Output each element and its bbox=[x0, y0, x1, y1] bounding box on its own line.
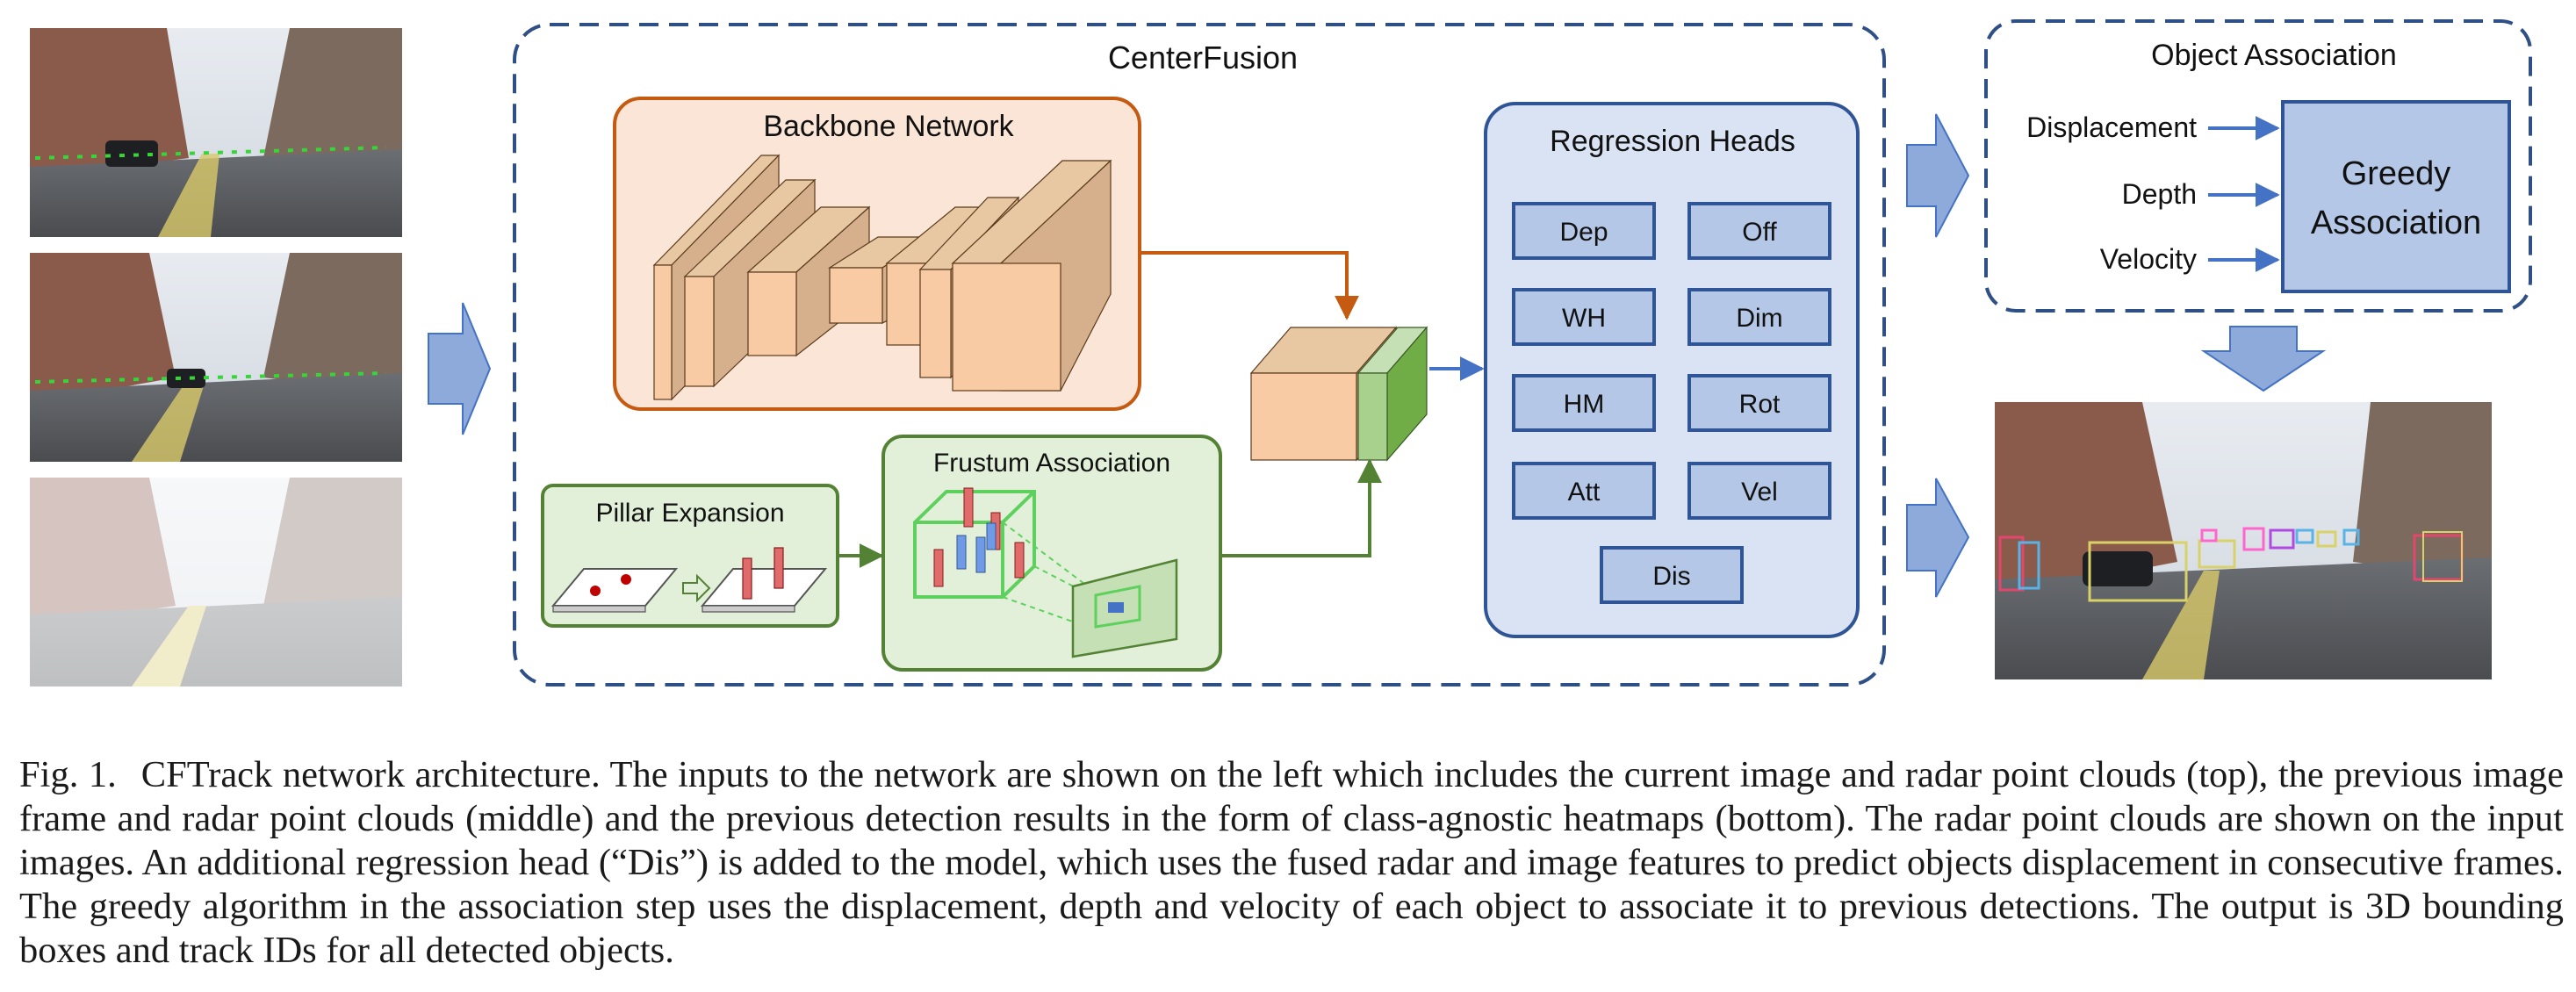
assoc-input-displacement: Displacement bbox=[2026, 111, 2197, 143]
head-hm: HM bbox=[1512, 374, 1656, 432]
input-arrow bbox=[428, 302, 492, 435]
svg-text:Dim: Dim bbox=[1736, 304, 1782, 333]
to-association-arrow bbox=[1906, 113, 1970, 238]
output-image bbox=[1995, 402, 2492, 679]
assoc-input-depth: Depth bbox=[2122, 178, 2197, 210]
centerfusion-label: CenterFusion bbox=[1108, 40, 1298, 75]
input-image-heatmap bbox=[30, 478, 402, 686]
frustum-illustration bbox=[913, 487, 1178, 658]
pillar-illustration bbox=[550, 547, 828, 613]
to-output-image-arrow bbox=[2200, 326, 2327, 392]
head-off: Off bbox=[1687, 202, 1831, 260]
object-association-container bbox=[1984, 19, 2532, 313]
svg-text:Dis: Dis bbox=[1652, 562, 1690, 591]
backbone-to-fusion-arrow bbox=[1141, 251, 1359, 320]
to-output-arrow bbox=[1906, 478, 1970, 598]
caption-text: CFTrack network architecture. The inputs… bbox=[19, 754, 2564, 971]
svg-text:Off: Off bbox=[1742, 218, 1777, 247]
assoc-input-velocity: Velocity bbox=[2100, 243, 2197, 275]
svg-text:Dep: Dep bbox=[1559, 218, 1608, 247]
head-wh: WH bbox=[1512, 288, 1656, 346]
fused-feature-map bbox=[1249, 326, 1398, 462]
caption-label: Fig. 1. bbox=[19, 754, 117, 795]
greedy-association-label-line2: Association bbox=[2311, 205, 2481, 241]
head-dis: Dis bbox=[1600, 546, 1744, 604]
greedy-association-label-line1: Greedy bbox=[2342, 155, 2451, 192]
input-image-previous bbox=[30, 253, 402, 462]
frustum-association-label: Frustum Association bbox=[933, 449, 1170, 478]
greedy-association-box bbox=[2281, 100, 2511, 293]
head-dep: Dep bbox=[1512, 202, 1656, 260]
head-att: Att bbox=[1512, 462, 1656, 520]
head-rot: Rot bbox=[1687, 374, 1831, 432]
svg-text:WH: WH bbox=[1562, 304, 1606, 333]
centerfusion-container bbox=[513, 23, 1886, 686]
frustum-to-fusion-arrow bbox=[1222, 458, 1382, 557]
figure-caption: Fig. 1.CFTrack network architecture. The… bbox=[19, 753, 2564, 973]
svg-text:Vel: Vel bbox=[1741, 478, 1778, 507]
svg-text:HM: HM bbox=[1564, 390, 1605, 419]
svg-text:Rot: Rot bbox=[1739, 390, 1781, 419]
backbone-layers bbox=[652, 154, 1112, 401]
backbone-network-label: Backbone Network bbox=[763, 110, 1014, 143]
pillar-expansion-label: Pillar Expansion bbox=[595, 499, 784, 528]
input-image-current bbox=[30, 28, 402, 237]
svg-text:Att: Att bbox=[1568, 478, 1601, 507]
head-vel: Vel bbox=[1687, 462, 1831, 520]
object-association-label: Object Association bbox=[2151, 39, 2397, 72]
head-dim: Dim bbox=[1687, 288, 1831, 346]
regression-heads-label: Regression Heads bbox=[1550, 125, 1795, 158]
